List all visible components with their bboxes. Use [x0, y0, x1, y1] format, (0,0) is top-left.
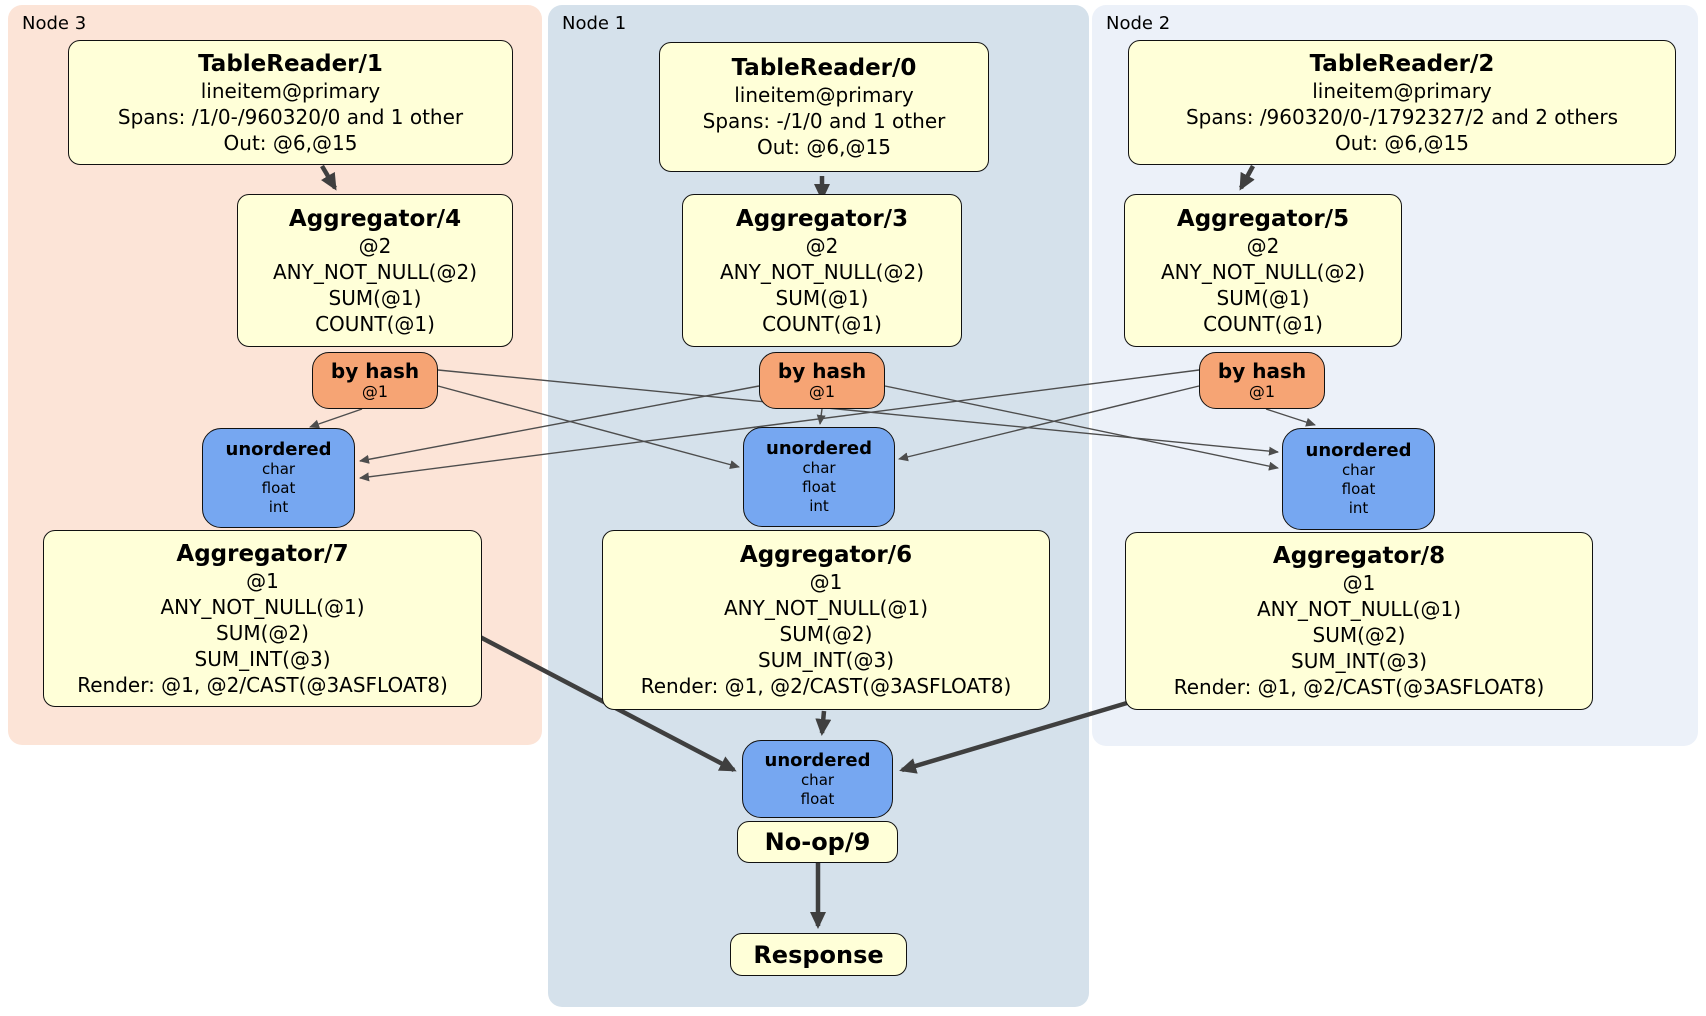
cluster-label: Node 1 [562, 13, 627, 34]
processor-detail: @2 [1246, 233, 1280, 258]
processor-detail: Spans: /960320/0-/1792327/2 and 2 others [1185, 104, 1618, 129]
processor-detail: Out: @6,@15 [223, 130, 358, 155]
processor-detail: SUM(@1) [328, 285, 422, 310]
aggregator-6-box: Aggregator/6 @1 ANY_NOT_NULL(@1) SUM(@2)… [602, 530, 1050, 710]
processor-detail: Spans: -/1/0 and 1 other [702, 109, 946, 133]
processor-detail: @1 [809, 570, 843, 594]
processor-title: TableReader/2 [1309, 50, 1495, 77]
stream-detail: char [800, 770, 835, 789]
router-detail: @1 [808, 382, 836, 401]
processor-detail: ANY_NOT_NULL(@1) [724, 596, 928, 620]
processor-title: Aggregator/5 [1176, 205, 1350, 232]
stream-title: unordered [764, 749, 871, 771]
processor-detail: lineitem@primary [200, 78, 381, 103]
aggregator-4-box: Aggregator/4 @2 ANY_NOT_NULL(@2) SUM(@1)… [237, 194, 513, 347]
processor-detail: ANY_NOT_NULL(@1) [1257, 597, 1461, 621]
processor-detail: Spans: /1/0-/960320/0 and 1 other [117, 104, 464, 129]
processor-detail: Out: @6,@15 [757, 135, 891, 159]
processor-detail: COUNT(@1) [762, 311, 882, 336]
processor-detail: SUM(@2) [1312, 623, 1406, 647]
processor-title: No-op/9 [764, 828, 871, 856]
hash-router-node1: by hash @1 [759, 352, 885, 409]
processor-detail: COUNT(@1) [315, 311, 435, 336]
processor-title: Aggregator/6 [739, 542, 913, 568]
stream-detail: int [268, 498, 289, 516]
processor-detail: @2 [805, 233, 839, 258]
processor-title: Aggregator/7 [176, 540, 349, 567]
stream-detail: float [800, 789, 835, 808]
stream-detail: float [802, 478, 836, 496]
processor-detail: Render: @1, @2/CAST(@3ASFLOAT8) [1173, 675, 1545, 699]
processor-detail: ANY_NOT_NULL(@2) [273, 259, 477, 284]
processor-detail: lineitem@primary [734, 83, 914, 107]
stream-detail: int [1348, 499, 1369, 517]
hash-router-node2: by hash @1 [1199, 352, 1325, 409]
processor-title: Response [753, 940, 884, 969]
processor-detail: Render: @1, @2/CAST(@3ASFLOAT8) [77, 672, 448, 697]
processor-detail: COUNT(@1) [1203, 311, 1323, 336]
router-detail: @1 [1248, 382, 1276, 401]
unordered-stream-final: unordered char float [742, 740, 893, 818]
processor-detail: @1 [1342, 571, 1376, 595]
cluster-label: Node 3 [22, 13, 87, 34]
tablereader-0-box: TableReader/0 lineitem@primary Spans: -/… [659, 42, 989, 172]
processor-detail: @1 [246, 568, 279, 593]
router-title: by hash [1217, 359, 1307, 383]
router-title: by hash [330, 359, 420, 383]
processor-detail: ANY_NOT_NULL(@2) [1161, 259, 1365, 284]
processor-detail: SUM_INT(@3) [194, 646, 331, 671]
processor-detail: @2 [358, 233, 392, 258]
tablereader-1-box: TableReader/1 lineitem@primary Spans: /1… [68, 40, 513, 165]
stream-title: unordered [225, 439, 332, 460]
processor-detail: SUM(@2) [216, 620, 309, 645]
processor-detail: Render: @1, @2/CAST(@3ASFLOAT8) [640, 674, 1012, 698]
hash-router-node3: by hash @1 [312, 352, 438, 409]
processor-detail: SUM_INT(@3) [758, 648, 894, 672]
stream-detail: char [802, 459, 836, 477]
processor-detail: ANY_NOT_NULL(@1) [160, 594, 365, 619]
stream-title: unordered [1305, 440, 1412, 461]
processor-title: TableReader/0 [731, 55, 917, 81]
stream-title: unordered [766, 438, 872, 459]
cluster-label: Node 2 [1106, 13, 1171, 34]
processor-title: Aggregator/4 [288, 205, 462, 232]
tablereader-2-box: TableReader/2 lineitem@primary Spans: /9… [1128, 40, 1676, 165]
unordered-stream-node2: unordered char float int [1282, 428, 1435, 530]
stream-detail: float [261, 479, 296, 497]
unordered-stream-node1: unordered char float int [743, 427, 895, 527]
stream-detail: float [1341, 480, 1376, 498]
aggregator-7-box: Aggregator/7 @1 ANY_NOT_NULL(@1) SUM(@2)… [43, 530, 482, 707]
unordered-stream-node3: unordered char float int [202, 428, 355, 528]
aggregator-3-box: Aggregator/3 @2 ANY_NOT_NULL(@2) SUM(@1)… [682, 194, 962, 347]
stream-detail: char [1341, 461, 1376, 479]
aggregator-8-box: Aggregator/8 @1 ANY_NOT_NULL(@1) SUM(@2)… [1125, 532, 1593, 710]
processor-detail: SUM(@2) [779, 622, 873, 646]
processor-detail: Out: @6,@15 [1335, 130, 1469, 155]
stream-detail: char [261, 460, 296, 478]
response-box: Response [730, 933, 907, 976]
processor-detail: SUM(@1) [1216, 285, 1310, 310]
aggregator-5-box: Aggregator/5 @2 ANY_NOT_NULL(@2) SUM(@1)… [1124, 194, 1402, 347]
processor-title: TableReader/1 [198, 50, 383, 77]
processor-title: Aggregator/3 [735, 205, 909, 232]
noop-box: No-op/9 [737, 821, 898, 863]
processor-detail: SUM_INT(@3) [1291, 649, 1427, 673]
processor-detail: SUM(@1) [775, 285, 869, 310]
processor-detail: lineitem@primary [1312, 78, 1492, 103]
processor-detail: ANY_NOT_NULL(@2) [720, 259, 924, 284]
router-title: by hash [777, 359, 867, 383]
processor-title: Aggregator/8 [1272, 543, 1446, 569]
stream-detail: int [809, 497, 829, 515]
router-detail: @1 [361, 382, 389, 401]
